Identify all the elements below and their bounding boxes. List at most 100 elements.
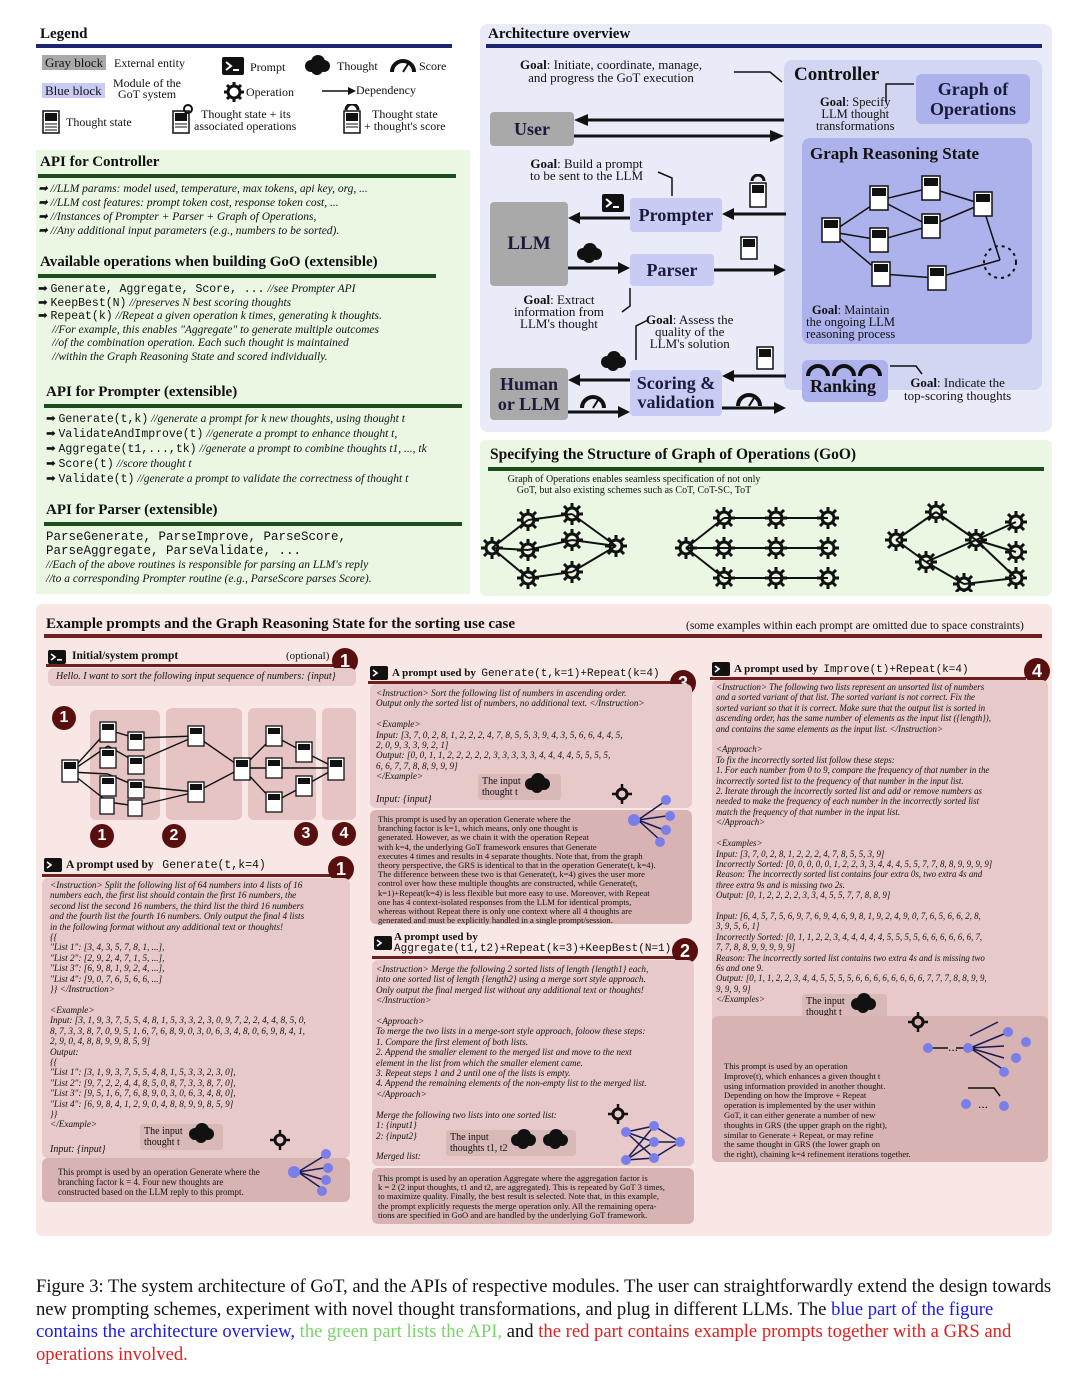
ops-title: Available operations when building GoO (… <box>40 254 378 270</box>
prompt-line: <Instruction> Merge the following 2 sort… <box>376 964 649 974</box>
scoring-grs-arrow <box>722 402 786 414</box>
legend-rule <box>36 44 452 48</box>
prompt-line: 6s and one 9. <box>716 962 764 973</box>
goal-goo: Goal: Specify LLM thought transformation… <box>816 95 895 133</box>
prompt-icon <box>712 662 730 676</box>
prompt-line: match the frequency of that number in th… <box>716 806 901 817</box>
goal-prompter-pointer <box>657 171 673 196</box>
prompt-line: Incorrectly Sorted: [0, 0, 0, 0, 0, 1, 2… <box>716 858 993 869</box>
prompt-line: 2, 9, 0, 4, 8, 8, 9, 9, 8, 5, 9] <box>50 1036 151 1047</box>
examples-rule <box>44 634 1042 638</box>
prompt-icon <box>374 936 392 950</box>
initial-rule <box>46 664 336 667</box>
prompt-line: Output: [0, 0, 1, 1, 2, 2, 2, 2, 2, 3, 3… <box>376 750 611 761</box>
p4-badge: 4 <box>1024 658 1050 684</box>
p3-rule <box>368 681 676 684</box>
goal-ranking-pointer <box>890 365 923 375</box>
prompt-line: 2: {input2} <box>376 1130 417 1141</box>
prompt-line: </Instruction> <box>376 995 432 1006</box>
api-controller-lines: ➡ //LLM params: model used, temperature,… <box>38 182 368 238</box>
prompt-line: one has 4 context-isolated responses fro… <box>378 896 632 907</box>
goal-parser: Goal: Extract information from LLM's tho… <box>514 292 604 331</box>
prompt-line: "List 2": [2, 9, 2, 4, 7, 1, 5, ...], <box>50 952 165 963</box>
initial-prompt-card <box>48 668 356 686</box>
prompt-line: <Instruction> Split the following list o… <box>50 880 303 890</box>
prompt-icon <box>370 666 388 680</box>
p3-op-graph <box>612 784 675 847</box>
prompt-line: 8, 7, 3, 3, 8, 7, 0, 9, 5, 1, 6, 7, 6, 8… <box>50 1025 305 1036</box>
thought-icon <box>543 1129 568 1149</box>
legend-dependency: Dependency <box>356 83 416 97</box>
api-prompter-title: API for Prompter (extensible) <box>46 384 238 400</box>
prompt-line: Reason: The incorrectly sorted list cont… <box>716 952 985 963</box>
prompt-line: control over how these multiple thoughts… <box>378 878 638 889</box>
prompt-line: executes 4 times and results in 4 separa… <box>378 850 643 861</box>
prompt-line: Reason: The incorrectly sorted list cont… <box>716 869 983 880</box>
prompt-icon <box>602 194 624 212</box>
prompt-icon <box>222 57 244 75</box>
prompt-line: <Example> <box>376 719 421 730</box>
prompt-line: three extra 9s and is missing two 2s. <box>716 879 845 890</box>
p2-op-graph <box>608 1104 685 1165</box>
legend-panel: Legend Gray block External entity Blue b… <box>36 24 468 144</box>
prompt-line: "List 2": [9, 7, 2, 2, 4, 4, 8, 5, 0, 8,… <box>50 1077 236 1088</box>
prompt-line: and a sorted variant of that list. The s… <box>716 692 975 703</box>
p1-note: This prompt is used by an operation Gene… <box>58 1167 260 1197</box>
legend-gray-block: Gray block <box>42 55 107 70</box>
prompt-line: theory perspective, the GRS is identical… <box>378 860 656 871</box>
p1-op-graph <box>270 1130 333 1196</box>
prompt-line: numbers each, the first list should cont… <box>50 890 297 901</box>
prompt-icon <box>48 650 66 664</box>
p4-header: A prompt used by Improve(t)+Repeat(k=4) <box>734 663 969 676</box>
initial-optional: (optional) <box>286 650 330 662</box>
prompter-box: Prompter <box>630 198 722 232</box>
prompt-line: Merged list: <box>376 1151 421 1162</box>
prompt-line: and the fourth list the fourth 16 number… <box>50 911 305 922</box>
controller-label: Controller <box>794 64 880 85</box>
prompt-line: 9, 9, 9, 9] <box>716 983 751 994</box>
legend-prompt: Prompt <box>250 60 286 74</box>
thought-state-icon <box>42 110 60 134</box>
thought-icon <box>525 773 550 793</box>
p1-header: A prompt used by Generate(t,k=4) <box>66 859 266 872</box>
prompt-line: with k=4, the underlying GoT framework e… <box>378 841 597 852</box>
p1-note-card <box>42 1158 350 1202</box>
legend-gray-desc: External entity <box>114 56 185 70</box>
prompt-line: }} <box>50 1108 58 1119</box>
prompt-line: Only output the final merged list withou… <box>376 984 644 995</box>
p3-note-card <box>370 810 692 924</box>
prompt-line: incorrectly sorted list to the frequency… <box>716 775 964 786</box>
prompt-line: <Instruction> Sort the following list of… <box>376 688 627 698</box>
caption-blue: blue part of the figure contains the arc… <box>36 1298 994 1343</box>
svg-text:...: ... <box>978 1097 988 1111</box>
prompt-line: operation is implemented by the user wit… <box>724 1100 876 1111</box>
legend-operation: Operation <box>246 85 294 99</box>
legend-thought: Thought <box>337 59 378 73</box>
prompt-line: 4. Append the remaining elements of the … <box>376 1078 647 1089</box>
p2-body: <Instruction> Merge the following 2 sort… <box>376 964 648 1162</box>
p4-card <box>712 680 1048 1052</box>
legend-ts-score-1: Thought state <box>372 107 438 121</box>
dependency-arrow-icon <box>322 87 356 95</box>
legend-blue-block: Blue block <box>42 83 105 98</box>
p4-op-graph: ...... <box>908 1012 1031 1111</box>
prompt-line <box>716 734 992 744</box>
goal-scoring-pointer <box>635 319 649 360</box>
prompt-line: k=1)+Repeat(k=4) is less flexible but mo… <box>378 887 650 898</box>
prompt-line: in the following format without any addi… <box>50 921 284 932</box>
human-scoring-arrow <box>568 406 630 418</box>
p4-rule <box>710 677 1026 680</box>
spec-rule <box>488 467 1044 471</box>
goal-grs: Goal: Maintain the ongoing LLM reasoning… <box>806 303 896 341</box>
prompt-line: and contains the same elements as the in… <box>716 723 943 734</box>
p2-note-card <box>372 1168 694 1224</box>
goal-controller: Goal: Initiate, coordinate, manage, and … <box>520 57 702 85</box>
prompt-line: </Example> <box>50 1119 98 1130</box>
prompt-line: Depending on how the Improve + Repeat <box>724 1090 867 1101</box>
thought-icon <box>601 351 626 371</box>
prompt-line: Incorrectly Sorted: [0, 1, 1, 2, 2, 3, 4… <box>716 931 983 942</box>
api-controller-line: ➡ //LLM cost features: prompt token cost… <box>38 197 339 209</box>
